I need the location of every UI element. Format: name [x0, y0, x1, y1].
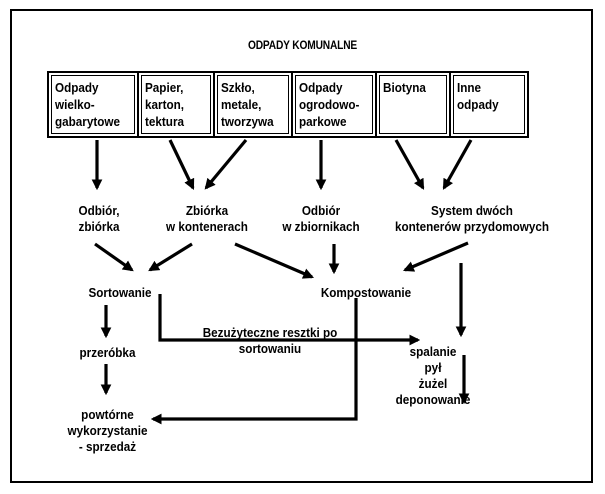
category-label-szklo: Szkło, metale, tworzywa [221, 80, 274, 129]
category-box-biotyna: Biotyna [375, 71, 451, 138]
category-box-wielkogabarytowe: Odpady wielko- gabarytowe [47, 71, 139, 138]
node-odbior-zbiorka: Odbiór, zbiórka [78, 203, 120, 234]
arrow-szklo-to-zbiorka [204, 138, 248, 190]
arrow-kompostowanie-to-powtorne [150, 298, 358, 425]
node-odbior-zbiorniki: Odbiór w zbiornikach [282, 203, 360, 234]
arrow-biotyna-to-system [394, 139, 425, 190]
category-label-wielkogabarytowe: Odpady wielko- gabarytowe [55, 80, 121, 129]
label-bezuzyteczne-resztki: Bezużyteczne resztki po sortowaniu [202, 325, 338, 356]
category-label-ogrodowe: Odpady ogrodowo- parkowe [299, 80, 360, 129]
arrow-odbior-to-sortowanie [94, 242, 134, 272]
category-label-papier: Papier, karton, tektura [145, 80, 185, 129]
node-zbiorka-kontenery: Zbiórka w kontenerach [166, 203, 248, 234]
arrow-inne-to-system [442, 139, 473, 190]
category-box-papier: Papier, karton, tektura [137, 71, 215, 138]
node-powtorne-wykorzystanie: powtórne wykorzystanie - sprzedaż [67, 407, 148, 454]
arrow-zbiorka-to-sortowanie [148, 242, 193, 272]
category-box-inne: Inne odpady [449, 71, 529, 138]
node-kompostowanie: Kompostowanie [320, 285, 412, 300]
diagram-frame [10, 9, 593, 483]
node-system-dwoch: System dwóch kontenerów przydomowych [394, 203, 550, 234]
category-box-ogrodowe: Odpady ogrodowo- parkowe [291, 71, 377, 138]
arrow-zbiorka-to-kompostowanie [234, 242, 315, 279]
node-sortowanie: Sortowanie [88, 285, 152, 300]
diagram-title: ODPADY KOMUNALNE [247, 38, 358, 52]
category-label-biotyna: Biotyna [383, 80, 426, 95]
category-box-szklo: Szkło, metale, tworzywa [213, 71, 293, 138]
node-przerobka: przeróbka [79, 345, 136, 360]
arrow-system-to-kompostowanie [402, 241, 469, 272]
arrow-sortowanie-to-spalanie [158, 294, 421, 346]
category-label-inne: Inne odpady [457, 80, 499, 112]
node-spalanie-deponowanie: spalanie pył żużel deponowanie [395, 344, 471, 407]
arrow-papier-to-zbiorka [168, 139, 195, 190]
